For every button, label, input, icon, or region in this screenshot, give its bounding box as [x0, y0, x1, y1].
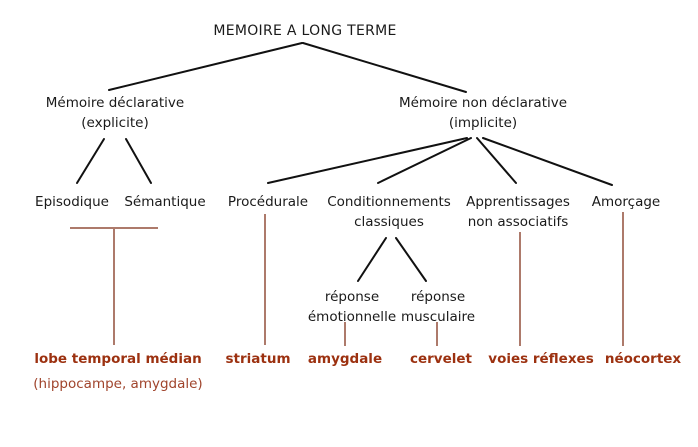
edge-declarative-semantique — [125, 138, 152, 184]
node-reponse-musculaire: réponse musculaire — [401, 287, 475, 327]
region-voies-reflexes: voies réflexes — [488, 351, 594, 367]
region-amygdale: amygdale — [307, 351, 383, 367]
edge-nondeclarative-amorcage — [482, 137, 613, 186]
node-reponse-musculaire-line1: réponse — [410, 289, 466, 305]
edge-root-nondeclarative — [302, 42, 467, 93]
node-conditionnements-line1: Conditionnements — [327, 194, 451, 210]
node-conditionnements: Conditionnements classiques — [327, 192, 451, 232]
region-cervelet: cervelet — [409, 351, 473, 367]
region-lobe-temporal-median: lobe temporal médian — [34, 351, 202, 367]
edge-root-declarative — [108, 42, 303, 91]
node-episodique: Episodique — [35, 194, 109, 210]
edge-classiques-emotionnelle — [357, 237, 387, 282]
edge-nondeclarative-conditionnements — [377, 137, 472, 184]
node-memoire-non-declarative-line1: Mémoire non déclarative — [398, 95, 568, 111]
node-reponse-emotionnelle-line1: réponse — [324, 289, 380, 305]
edge-classiques-musculaire — [395, 237, 427, 282]
edge-declarative-episodique — [76, 138, 105, 184]
node-memoire-declarative: Mémoire déclarative (explicite) — [46, 93, 184, 133]
region-striatum: striatum — [225, 351, 291, 367]
edge-nondeclarative-apprentissages — [476, 137, 517, 184]
node-apprentissages-line1: Apprentissages — [466, 194, 570, 210]
node-reponse-musculaire-line2: musculaire — [400, 309, 476, 325]
node-conditionnements-line2: classiques — [354, 214, 424, 230]
node-apprentissages-line2: non associatifs — [467, 214, 569, 230]
node-memoire-non-declarative: Mémoire non déclarative (implicite) — [399, 93, 567, 133]
node-semantique: Sémantique — [124, 194, 206, 210]
node-reponse-emotionnelle: réponse émotionnelle — [308, 287, 396, 327]
region-neocortex: néocortex — [604, 351, 682, 367]
node-procedurale: Procédurale — [227, 194, 309, 210]
edge-nondeclarative-procedurale — [267, 137, 468, 184]
node-memoire-non-declarative-line2: (implicite) — [448, 115, 518, 131]
node-memoire-declarative-line2: (explicite) — [81, 115, 149, 131]
node-apprentissages: Apprentissages non associatifs — [466, 192, 570, 232]
node-reponse-emotionnelle-line2: émotionnelle — [307, 309, 397, 325]
node-amorcage: Amorçage — [591, 194, 661, 210]
node-root-title: MEMOIRE A LONG TERME — [213, 23, 397, 39]
node-memoire-declarative-line1: Mémoire déclarative — [45, 95, 185, 111]
region-lobe-temporal-sublabel: (hippocampe, amygdale) — [33, 376, 203, 392]
